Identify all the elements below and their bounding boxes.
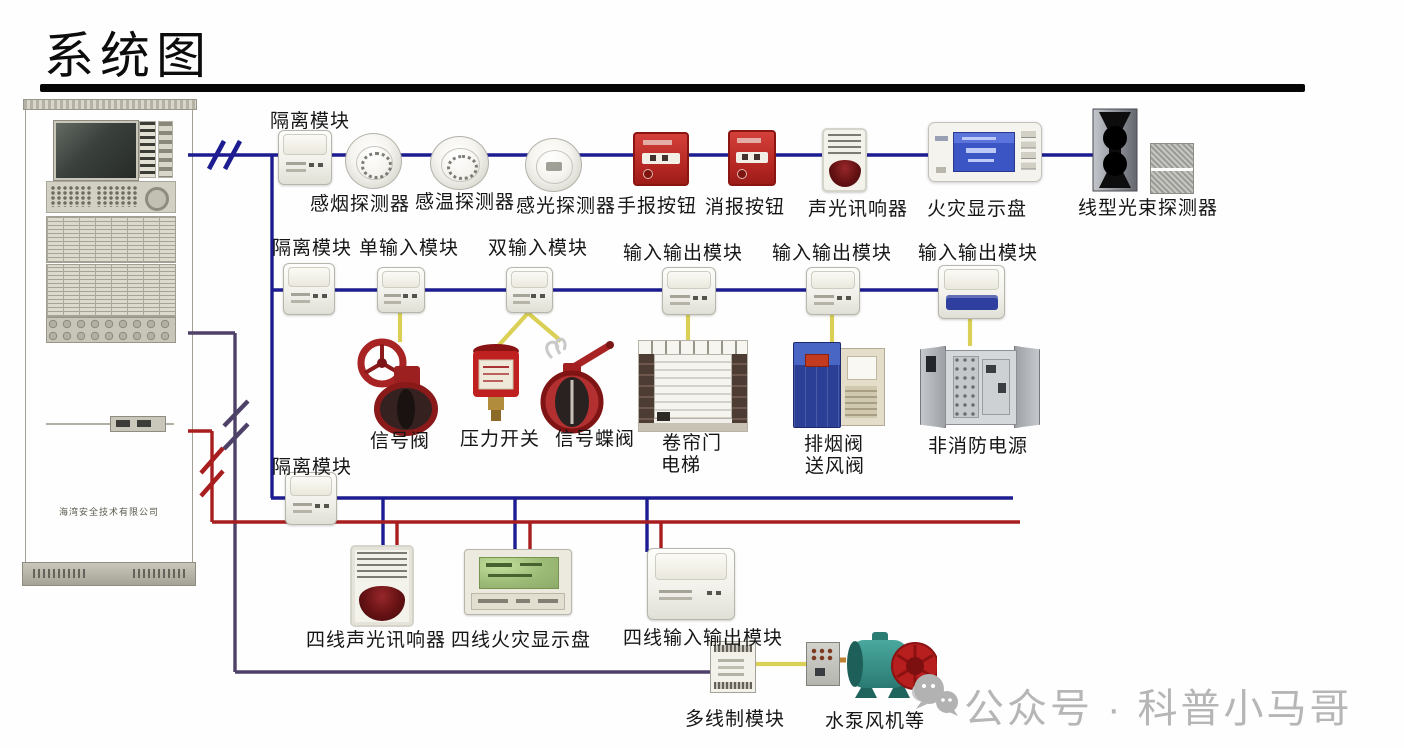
pressure-switch-image [473,344,519,421]
label-manual-call-point: 手报按钮 [616,196,698,217]
single-input-module-image [377,267,425,313]
signal-valve-image [357,338,438,436]
label-sounder-strobe: 声光讯响器 [807,199,909,220]
four-wire-io-module-image [647,548,735,620]
label-smoke-exhaust-valve: 排烟阀 [803,434,865,455]
panel-key-column [158,121,173,178]
manual-call-point-image [633,132,689,186]
label-four-wire-sounder: 四线声光讯响器 [305,630,447,651]
title-underline [40,84,1305,92]
smoke-detector-image [345,133,402,189]
flame-detector-image [525,138,582,192]
label-beam-detector: 线型光束探测器 [1077,198,1219,219]
label-io-module-2: 输入输出模块 [771,243,893,264]
panel-zone-indicator-grid [46,216,176,263]
label-dual-input-module: 双输入模块 [487,238,589,259]
isolation-module-1-image [278,130,332,185]
beam-detector-image [1092,108,1138,192]
dual-input-module-image [506,267,553,313]
label-io-module-3: 输入输出模块 [917,243,1039,264]
label-smoke-detector: 感烟探测器 [309,194,411,215]
label-butterfly-valve: 信号蝶阀 [554,429,636,450]
multiline-purple [188,331,712,674]
label-rolling-door: 卷帘门 [661,433,723,454]
page-title: 系统图 [44,28,212,84]
four-wire-fire-display-image [464,549,572,615]
panel-keypad [46,181,176,213]
watermark-text: 公众号 · 科普小马哥 [964,687,1353,731]
fire-alarm-control-panel: 海湾安全技术有限公司 [23,99,197,564]
panel-led-column [139,121,156,178]
io-module-3-image [938,265,1005,319]
hydrant-button-image [728,130,776,186]
label-pressure-switch: 压力开关 [459,429,541,450]
io-module-2-image [806,267,860,315]
rolling-door-image [638,340,748,432]
multiline-module-image [710,641,756,693]
heat-detector-image [430,136,489,190]
label-isolation-module-row1: 隔离模块 [269,111,351,132]
fan-pump-image [847,632,937,698]
panel-zone-indicator-grid [46,264,176,317]
label-fire-display: 火灾显示盘 [926,199,1028,220]
blue-break-marks [206,139,243,171]
purple-break-marks [222,399,250,451]
label-multiline-module: 多线制模块 [684,709,786,730]
label-non-fire-power: 非消防电源 [927,436,1029,457]
four-wire-sounder-strobe-image [350,545,414,627]
label-single-input-module: 单输入模块 [358,238,460,259]
panel-brand-text: 海湾安全技术有限公司 [58,507,159,517]
smoke-damper-image [793,340,885,430]
beam-reflector-image [1150,143,1194,194]
panel-terminal-block [110,416,166,432]
label-signal-valve: 信号阀 [369,431,431,452]
fire-display-panel-image [928,122,1042,182]
label-pump-fan: 水泵风机等 [824,711,926,732]
io-module-1-image [662,267,716,315]
panel-button-rows [46,317,176,343]
label-four-wire-io-module: 四线输入输出模块 [622,628,784,649]
label-io-module-1: 输入输出模块 [622,243,744,264]
panel-top-cap [23,99,197,110]
label-elevator: 电梯 [660,455,702,476]
panel-lcd-screen [53,120,139,181]
isolation-module-3-image [285,472,337,525]
label-flame-detector: 感光探测器 [515,196,617,217]
label-heat-detector: 感温探测器 [414,192,516,213]
label-hydrant-button: 消报按钮 [704,197,786,218]
label-air-supply-valve: 送风阀 [804,456,866,477]
control-lines-yellow [397,311,973,667]
red-break-marks [199,446,225,498]
sounder-strobe-image [822,128,867,192]
power-cabinet-image [920,343,1040,430]
signal-butterfly-valve-image [540,337,614,434]
label-isolation-module-row2: 隔离模块 [271,238,353,259]
pump-control-box-image [806,642,840,686]
isolation-module-2-image [283,263,335,315]
label-isolation-module-row3: 隔离模块 [271,457,353,478]
panel-base-plinth [22,562,196,586]
wechat-icon [912,674,958,716]
label-four-wire-display: 四线火灾显示盘 [450,630,592,651]
